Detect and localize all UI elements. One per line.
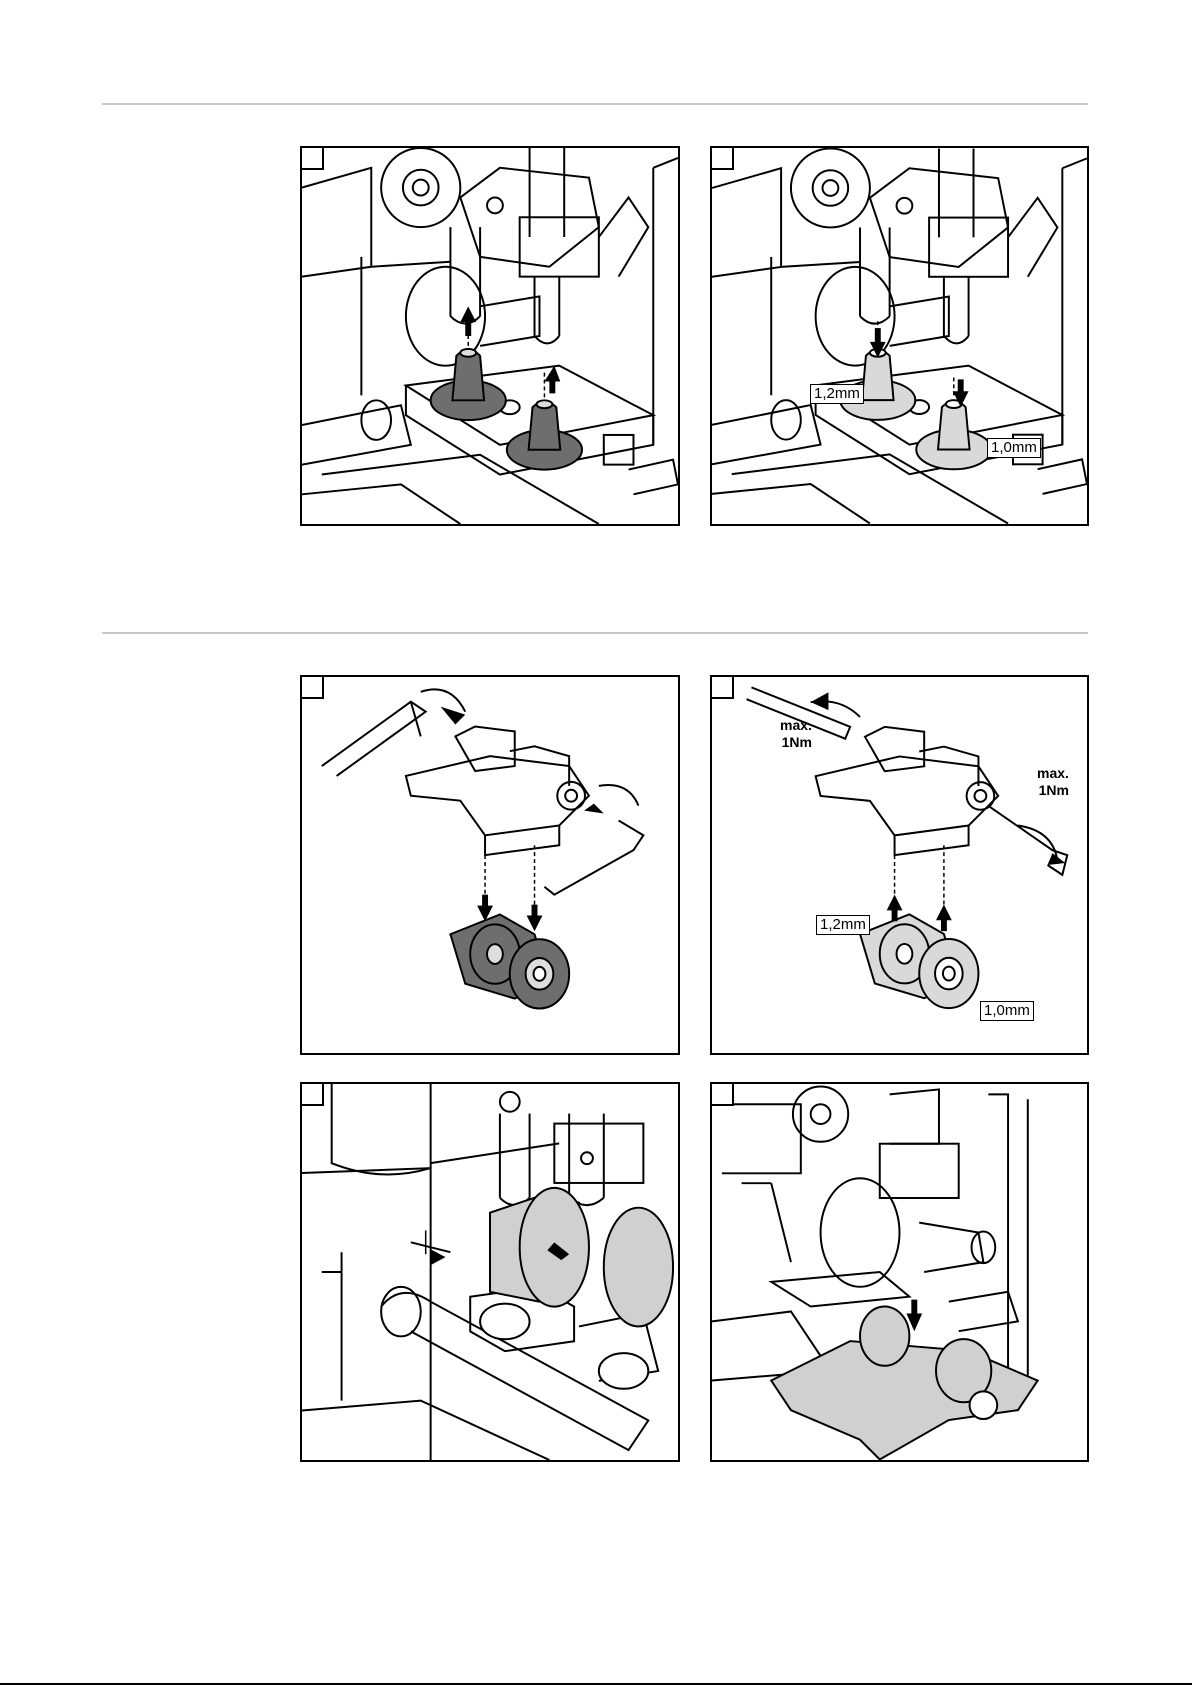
- dimension-label-1-0mm: 1,0mm: [980, 1001, 1034, 1021]
- pressure-lever-feed-roller-installation-drawing: [712, 677, 1087, 1053]
- step-number-box: [712, 1084, 734, 1106]
- feed-roller-fitting-drawing: [302, 1084, 678, 1460]
- dimension-label-1-2mm: 1,2mm: [810, 384, 864, 404]
- illustration-panel-3: [300, 675, 680, 1055]
- step-number-box: [712, 148, 734, 170]
- illustration-panel-6: [710, 1082, 1089, 1462]
- step-number-box: [302, 1084, 324, 1106]
- drive-unit-inlet-nozzle-removal-drawing: [302, 148, 678, 524]
- section-divider-top: [102, 103, 1088, 105]
- dimension-label-1-0mm: 1,0mm: [987, 438, 1041, 458]
- illustration-panel-4: max. 1Nm max. 1Nm 1,2mm 1,0mm: [710, 675, 1089, 1055]
- torque-note-right: max. 1Nm: [1037, 765, 1069, 799]
- torque-note-left: max. 1Nm: [780, 717, 812, 751]
- illustration-panel-2: 1,2mm 1,0mm: [710, 146, 1089, 526]
- dimension-label-1-2mm: 1,2mm: [816, 915, 870, 935]
- step-number-box: [712, 677, 734, 699]
- step-number-box: [302, 677, 324, 699]
- pressure-lever-feed-roller-removal-drawing: [302, 677, 678, 1053]
- illustration-panel-5: [300, 1082, 680, 1462]
- section-divider-middle: [102, 632, 1088, 634]
- step-number-box: [302, 148, 324, 170]
- illustration-panel-1: [300, 146, 680, 526]
- drive-unit-inlet-nozzle-insertion-drawing: [712, 148, 1087, 524]
- pressure-lever-fitting-drawing: [712, 1084, 1087, 1460]
